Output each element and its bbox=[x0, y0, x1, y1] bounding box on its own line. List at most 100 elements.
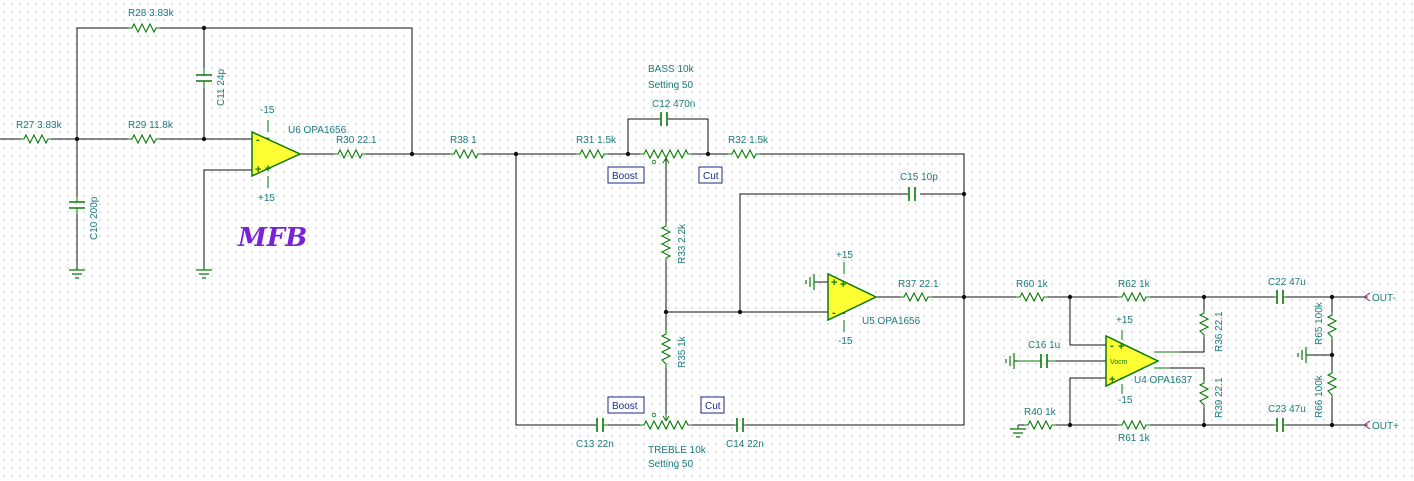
capacitor-c14[interactable]: C14 22n bbox=[726, 418, 764, 450]
svg-text:-: - bbox=[832, 307, 836, 319]
svg-text:Boost: Boost bbox=[612, 171, 638, 182]
resistor-r29[interactable]: R29 11.8k bbox=[128, 120, 174, 145]
opamp-u4[interactable]: - + Vocm + - +15 -15 U4 OPA1637 bbox=[1105, 315, 1193, 406]
capacitor-c13[interactable]: C13 22n bbox=[576, 418, 614, 450]
ground-c10 bbox=[69, 266, 85, 279]
terminal-out-plus[interactable]: OUT+ bbox=[1363, 420, 1399, 432]
opamp-u6[interactable]: - + - + -15 +15 U6 OPA1656 bbox=[251, 105, 347, 204]
resistor-r38[interactable]: R38 1 bbox=[450, 135, 482, 160]
ground-u5 bbox=[805, 274, 818, 290]
resistor-r27[interactable]: R27 3.83k bbox=[16, 120, 63, 145]
svg-text:+: + bbox=[1109, 374, 1115, 386]
svg-text:R33 2.2k: R33 2.2k bbox=[677, 223, 688, 264]
capacitor-c11[interactable]: C11 24p bbox=[196, 68, 227, 106]
svg-text:-: - bbox=[1110, 340, 1114, 352]
svg-text:-15: -15 bbox=[1118, 395, 1133, 406]
resistor-r33[interactable]: R33 2.2k bbox=[660, 222, 688, 264]
svg-text:R29 11.8k: R29 11.8k bbox=[128, 120, 174, 131]
svg-text:+: + bbox=[1118, 341, 1124, 353]
svg-text:+: + bbox=[265, 163, 271, 175]
resistor-r36[interactable]: R36 22.1 bbox=[1198, 310, 1225, 352]
treble-boost-button[interactable]: Boost bbox=[607, 396, 645, 414]
svg-text:Cut: Cut bbox=[703, 171, 719, 182]
svg-text:BASS 10k: BASS 10k bbox=[648, 64, 695, 75]
capacitor-c10[interactable]: C10 200p bbox=[69, 196, 100, 240]
svg-text:OUT+: OUT+ bbox=[1372, 421, 1399, 432]
svg-text:U5 OPA1656: U5 OPA1656 bbox=[862, 316, 921, 327]
svg-text:C15 10p: C15 10p bbox=[900, 172, 938, 183]
svg-text:R37 22.1: R37 22.1 bbox=[898, 279, 939, 290]
capacitor-c16[interactable]: C16 1u bbox=[1018, 340, 1060, 368]
ground-u6 bbox=[196, 266, 212, 279]
svg-text:R38 1: R38 1 bbox=[450, 135, 477, 146]
svg-text:+15: +15 bbox=[1116, 315, 1133, 326]
potentiometer-bass[interactable]: BASS 10k Setting 50 bbox=[640, 64, 695, 165]
resistor-r31[interactable]: R31 1.5k bbox=[576, 135, 617, 160]
svg-text:+: + bbox=[255, 164, 261, 176]
svg-text:+: + bbox=[831, 277, 837, 289]
opamp-u5[interactable]: + - + - +15 -15 U5 OPA1656 bbox=[827, 250, 921, 347]
svg-text:R39 22.1: R39 22.1 bbox=[1214, 377, 1225, 418]
resistor-r62[interactable]: R62 1k bbox=[1118, 279, 1151, 303]
svg-text:R62 1k: R62 1k bbox=[1118, 279, 1151, 290]
svg-text:R27 3.83k: R27 3.83k bbox=[16, 120, 63, 131]
svg-text:C10 200p: C10 200p bbox=[89, 196, 100, 240]
svg-text:-: - bbox=[266, 132, 270, 144]
svg-text:R32 1.5k: R32 1.5k bbox=[728, 135, 769, 146]
ground-r40 bbox=[1010, 425, 1026, 438]
svg-text:R28 3.83k: R28 3.83k bbox=[128, 8, 175, 19]
resistor-r37[interactable]: R37 22.1 bbox=[898, 279, 939, 303]
svg-text:-: - bbox=[1120, 372, 1124, 384]
treble-cut-button[interactable]: Cut bbox=[700, 396, 725, 414]
potentiometer-treble[interactable]: TREBLE 10k Setting 50 bbox=[640, 412, 707, 470]
resistor-r40[interactable]: R40 1k bbox=[1024, 407, 1057, 431]
svg-text:C16 1u: C16 1u bbox=[1028, 340, 1060, 351]
svg-text:MFB: MFB bbox=[237, 223, 307, 253]
svg-text:OUT-: OUT- bbox=[1372, 293, 1396, 304]
resistor-r39[interactable]: R39 22.1 bbox=[1198, 377, 1225, 418]
svg-text:R66 100k: R66 100k bbox=[1314, 374, 1325, 418]
svg-text:+15: +15 bbox=[836, 250, 853, 261]
ground-c16 bbox=[1005, 353, 1018, 369]
resistor-r30[interactable]: R30 22.1 bbox=[334, 135, 377, 160]
svg-text:R36 22.1: R36 22.1 bbox=[1214, 311, 1225, 352]
capacitor-c12[interactable]: C12 470n bbox=[652, 99, 695, 126]
svg-text:R31 1.5k: R31 1.5k bbox=[576, 135, 617, 146]
bass-boost-button[interactable]: Boost bbox=[607, 166, 645, 184]
resistor-r60[interactable]: R60 1k bbox=[1016, 279, 1049, 303]
svg-text:R61 1k: R61 1k bbox=[1118, 433, 1151, 444]
junction-dots bbox=[74, 25, 1335, 428]
svg-text:R35 1k: R35 1k bbox=[677, 335, 688, 368]
resistor-r65[interactable]: R65 100k bbox=[1314, 301, 1338, 345]
svg-text:-: - bbox=[842, 307, 846, 319]
capacitor-c22[interactable]: C22 47u bbox=[1268, 277, 1306, 304]
bass-cut-button[interactable]: Cut bbox=[698, 166, 723, 184]
svg-text:R40 1k: R40 1k bbox=[1024, 407, 1057, 418]
wires bbox=[0, 27, 1364, 426]
resistor-r66[interactable]: R66 100k bbox=[1314, 370, 1338, 418]
resistor-r32[interactable]: R32 1.5k bbox=[728, 135, 769, 160]
terminal-out-minus[interactable]: OUT- bbox=[1363, 292, 1396, 304]
svg-text:-: - bbox=[256, 134, 260, 146]
capacitor-c15[interactable]: C15 10p bbox=[900, 172, 938, 201]
svg-text:R65 100k: R65 100k bbox=[1314, 301, 1325, 345]
svg-text:Cut: Cut bbox=[705, 401, 721, 412]
svg-text:C14 22n: C14 22n bbox=[726, 439, 764, 450]
mfb-annotation: MFB bbox=[237, 223, 307, 253]
svg-text:Vocm: Vocm bbox=[1110, 359, 1128, 366]
svg-text:+15: +15 bbox=[258, 193, 275, 204]
resistor-r61[interactable]: R61 1k bbox=[1118, 419, 1151, 444]
svg-text:Setting 50: Setting 50 bbox=[648, 80, 693, 91]
ground-r65 bbox=[1297, 347, 1310, 363]
resistor-r35[interactable]: R35 1k bbox=[660, 330, 688, 368]
svg-text:U6 OPA1656: U6 OPA1656 bbox=[288, 125, 347, 136]
resistor-r28[interactable]: R28 3.83k bbox=[128, 8, 175, 34]
svg-text:U4 OPA1637: U4 OPA1637 bbox=[1134, 375, 1193, 386]
svg-text:R30 22.1: R30 22.1 bbox=[336, 135, 377, 146]
svg-text:C23 47u: C23 47u bbox=[1268, 404, 1306, 415]
capacitor-c23[interactable]: C23 47u bbox=[1268, 404, 1306, 432]
svg-text:TREBLE 10k: TREBLE 10k bbox=[648, 445, 707, 456]
svg-text:Boost: Boost bbox=[612, 401, 638, 412]
svg-text:R60 1k: R60 1k bbox=[1016, 279, 1049, 290]
